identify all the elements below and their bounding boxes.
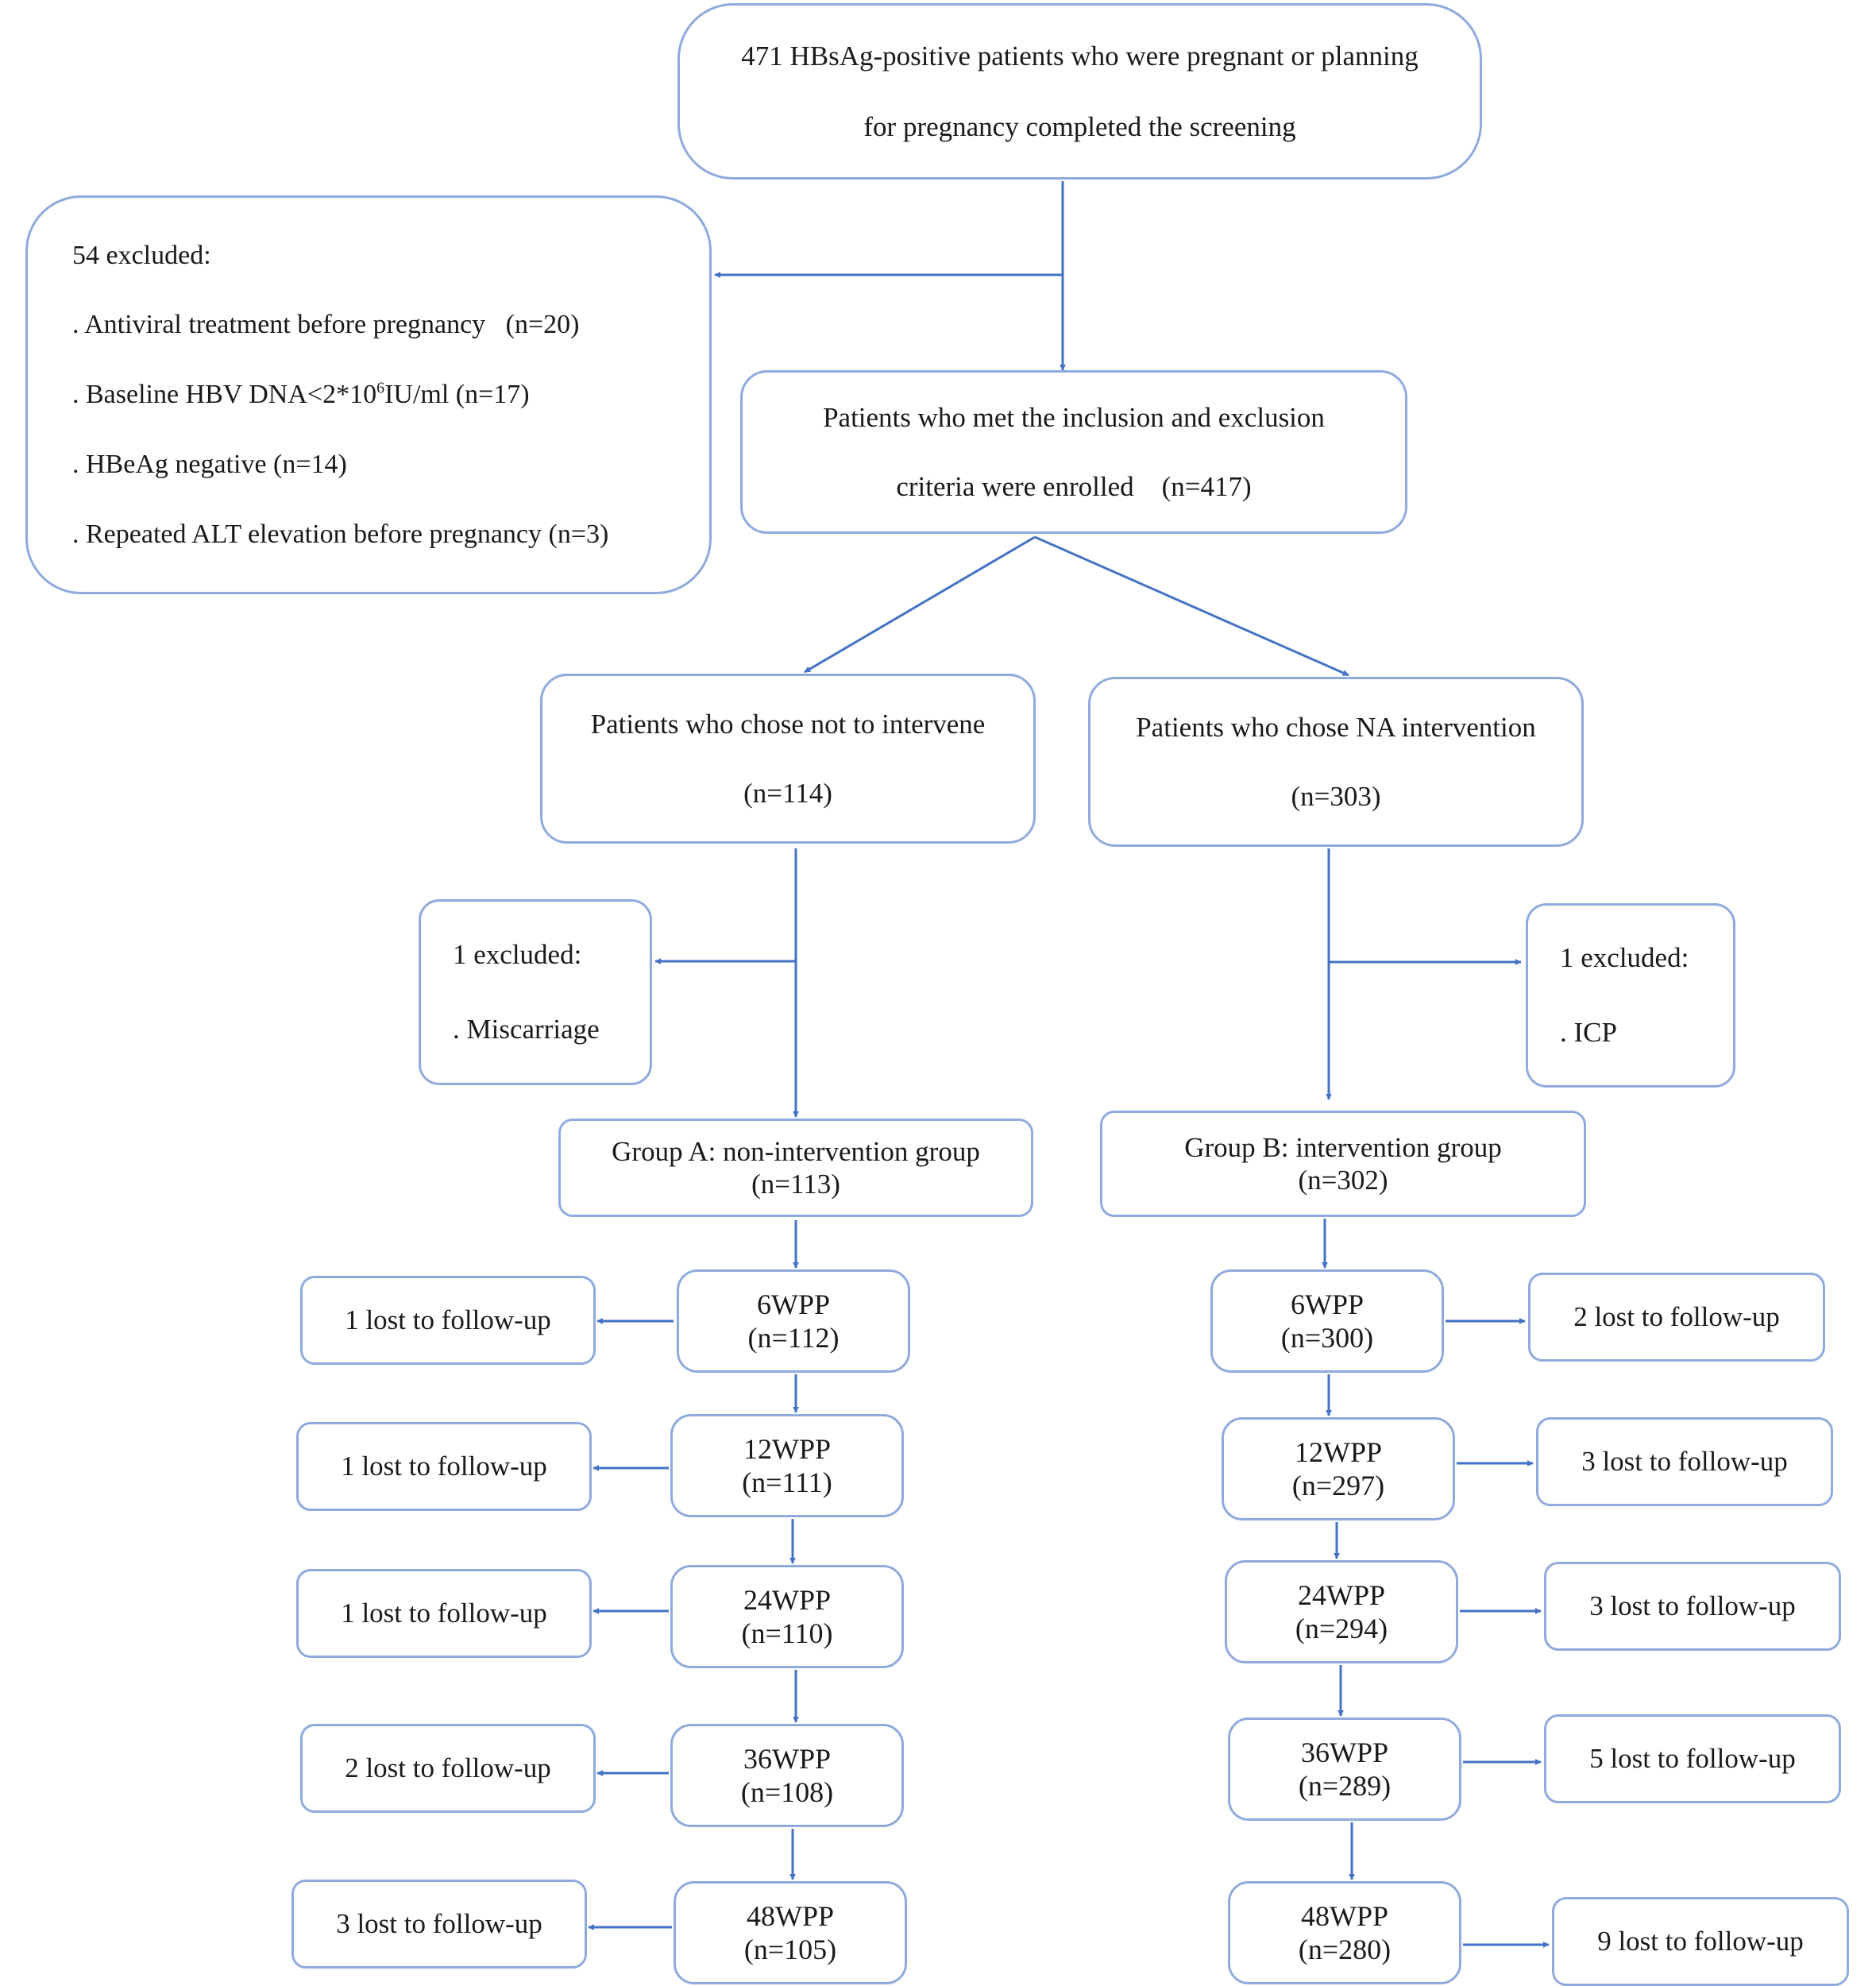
lost-b-24wpp: 3 lost to follow-up xyxy=(1544,1562,1841,1651)
lost-a-48wpp: 3 lost to follow-up xyxy=(291,1880,587,1969)
lost-b-label: 2 lost to follow-up xyxy=(1573,1300,1780,1332)
connector-to-branch-a xyxy=(804,535,1036,674)
step-a-count: (n=111) xyxy=(742,1466,832,1498)
step-b-count: (n=300) xyxy=(1280,1322,1374,1354)
excluded-main-item-2-text: . Baseline HBV DNA<2*10 xyxy=(72,380,377,410)
step-b-12wpp: 12WPP (n=297) xyxy=(1222,1417,1455,1520)
step-b-label: 6WPP xyxy=(1290,1288,1365,1320)
lost-b-36wpp: 5 lost to follow-up xyxy=(1544,1714,1841,1803)
lost-a-label: 1 lost to follow-up xyxy=(341,1597,547,1629)
lost-b-label: 9 lost to follow-up xyxy=(1597,1925,1804,1957)
screening-box: 471 HBsAg-positive patients who were pre… xyxy=(677,3,1482,180)
lost-b-label: 3 lost to follow-up xyxy=(1589,1590,1796,1621)
step-a-label: 36WPP xyxy=(743,1742,832,1775)
excluded-a-box: 1 excluded: . Miscarriage xyxy=(419,899,652,1085)
step-b-count: (n=294) xyxy=(1295,1613,1388,1644)
group-a-box: Group A: non-intervention group (n=113) xyxy=(558,1119,1033,1217)
step-b-label: 12WPP xyxy=(1294,1435,1383,1468)
step-b-label: 36WPP xyxy=(1300,1736,1389,1768)
group-b-box: Group B: intervention group (n=302) xyxy=(1100,1111,1586,1217)
step-a-label: 48WPP xyxy=(746,1899,835,1932)
lost-a-24wpp: 1 lost to follow-up xyxy=(296,1569,592,1658)
excluded-b-item: . ICP xyxy=(1560,1017,1617,1048)
step-a-12wpp: 12WPP (n=111) xyxy=(670,1414,904,1517)
lost-b-label: 5 lost to follow-up xyxy=(1589,1742,1796,1774)
step-a-label: 12WPP xyxy=(743,1432,832,1465)
enrolled-line-1: Patients who met the inclusion and exclu… xyxy=(823,401,1325,433)
lost-b-12wpp: 3 lost to follow-up xyxy=(1536,1417,1833,1506)
excluded-main-item-2-tail: IU/ml (n=17) xyxy=(384,380,530,410)
lost-a-label: 1 lost to follow-up xyxy=(345,1304,551,1335)
enrolled-line-2: criteria were enrolled (n=417) xyxy=(896,471,1252,502)
lost-a-12wpp: 1 lost to follow-up xyxy=(296,1422,592,1511)
excluded-main-title: 54 excluded: xyxy=(72,240,211,270)
group-b-line-1: Group B: intervention group xyxy=(1184,1131,1502,1163)
step-a-6wpp: 6WPP (n=112) xyxy=(677,1269,910,1373)
excluded-main-item-3: . HBeAg negative (n=14) xyxy=(72,449,347,479)
lost-b-48wpp: 9 lost to follow-up xyxy=(1552,1897,1849,1986)
step-b-24wpp: 24WPP (n=294) xyxy=(1225,1560,1458,1663)
branch-a-line-2: (n=114) xyxy=(743,778,832,809)
lost-a-6wpp: 1 lost to follow-up xyxy=(300,1276,596,1365)
excluded-main-item-4: . Repeated ALT elevation before pregnanc… xyxy=(72,519,609,549)
step-b-48wpp: 48WPP (n=280) xyxy=(1228,1881,1461,1984)
screening-line-2: for pregnancy completed the screening xyxy=(863,111,1296,142)
lost-a-36wpp: 2 lost to follow-up xyxy=(300,1724,596,1813)
step-b-label: 48WPP xyxy=(1300,1899,1389,1932)
excluded-main-item-1: . Antiviral treatment before pregnancy (… xyxy=(72,310,580,340)
step-b-count: (n=280) xyxy=(1298,1934,1392,1965)
lost-b-label: 3 lost to follow-up xyxy=(1581,1445,1788,1477)
group-b-line-2: (n=302) xyxy=(1298,1165,1388,1196)
excluded-main-item-2-sup: 6 xyxy=(376,379,385,397)
branch-b-line-2: (n=303) xyxy=(1291,781,1381,812)
step-a-36wpp: 36WPP (n=108) xyxy=(670,1724,904,1827)
step-a-48wpp: 48WPP (n=105) xyxy=(674,1881,907,1984)
lost-a-label: 2 lost to follow-up xyxy=(345,1752,551,1783)
excluded-b-title: 1 excluded: xyxy=(1560,941,1689,973)
step-a-count: (n=105) xyxy=(743,1934,837,1965)
step-a-label: 6WPP xyxy=(756,1288,831,1320)
branch-b-line-1: Patients who chose NA intervention xyxy=(1136,711,1536,743)
step-a-count: (n=108) xyxy=(740,1776,834,1808)
group-a-line-2: (n=113) xyxy=(751,1169,840,1200)
step-b-label: 24WPP xyxy=(1297,1578,1386,1611)
step-a-count: (n=110) xyxy=(741,1617,833,1649)
screening-line-1: 471 HBsAg-positive patients who were pre… xyxy=(741,40,1419,71)
step-b-6wpp: 6WPP (n=300) xyxy=(1210,1269,1444,1373)
step-b-count: (n=289) xyxy=(1298,1770,1392,1802)
branch-a-box: Patients who chose not to intervene (n=1… xyxy=(540,674,1036,844)
step-a-count: (n=112) xyxy=(747,1322,840,1354)
excluded-main-item-2: . Baseline HBV DNA<2*106IU/ml (n=17) xyxy=(72,360,530,430)
lost-b-6wpp: 2 lost to follow-up xyxy=(1528,1273,1825,1362)
excluded-b-box: 1 excluded: . ICP xyxy=(1526,903,1735,1088)
lost-a-label: 3 lost to follow-up xyxy=(336,1907,542,1939)
step-b-count: (n=297) xyxy=(1291,1470,1385,1501)
branch-b-box: Patients who chose NA intervention (n=30… xyxy=(1088,677,1584,847)
branch-a-line-1: Patients who chose not to intervene xyxy=(590,708,986,740)
step-a-24wpp: 24WPP (n=110) xyxy=(670,1565,904,1668)
connector-to-branch-b xyxy=(1034,535,1349,677)
group-a-line-1: Group A: non-intervention group xyxy=(612,1135,980,1167)
excluded-a-item: . Miscarriage xyxy=(453,1014,600,1045)
excluded-main-box: 54 excluded: . Antiviral treatment befor… xyxy=(25,195,712,594)
enrolled-box: Patients who met the inclusion and exclu… xyxy=(740,370,1407,534)
step-a-label: 24WPP xyxy=(743,1583,832,1616)
excluded-a-title: 1 excluded: xyxy=(453,938,582,970)
step-b-36wpp: 36WPP (n=289) xyxy=(1228,1717,1461,1821)
lost-a-label: 1 lost to follow-up xyxy=(341,1450,547,1482)
